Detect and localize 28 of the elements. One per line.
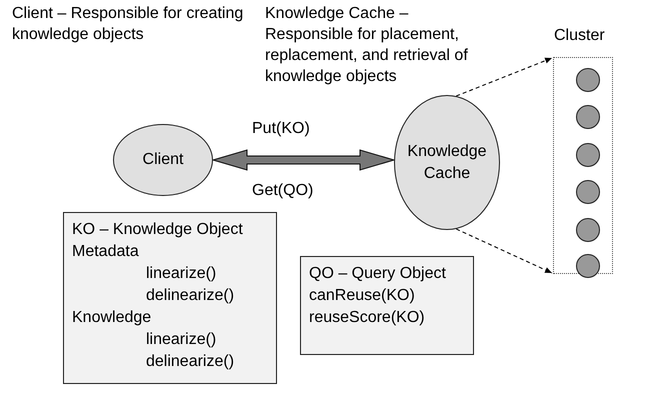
box-text: linearize() [145,330,218,350]
cluster-heading: Cluster [554,27,605,45]
info-box [63,212,277,384]
note-text: Knowledge Cache – Responsible for placement, replacement, and retrieval of knowledge objects [265,4,469,87]
server-circle [576,180,600,204]
server-circle [576,105,600,129]
box-text: KO – Knowledge Object [72,220,244,240]
box-text: reuseScore(KO) [309,308,426,328]
box-text: delinearize() [145,286,236,306]
arrow [456,228,552,274]
info-box [300,256,474,355]
note-text: Get(QO) [252,181,314,201]
edge-label: Put(KO) [252,119,310,139]
box-text: canReuse(KO) [309,286,416,306]
box-text: delinearize() [145,352,236,372]
server-circle [576,68,600,92]
server-circle [576,218,600,242]
box-text: QO – Query Object [309,264,447,284]
server-circle [576,143,600,167]
double-arrow [211,149,396,171]
arrow [456,58,552,97]
box-text: Knowledge [72,308,152,328]
node-label: Client [142,150,184,170]
box-text: Metadata [72,242,140,262]
box-text: linearize() [145,264,218,284]
node-label: Knowledge Cache [406,142,488,184]
server-circle [576,254,600,278]
note-text: Client – Responsible for creating knowledge objects [12,4,244,45]
